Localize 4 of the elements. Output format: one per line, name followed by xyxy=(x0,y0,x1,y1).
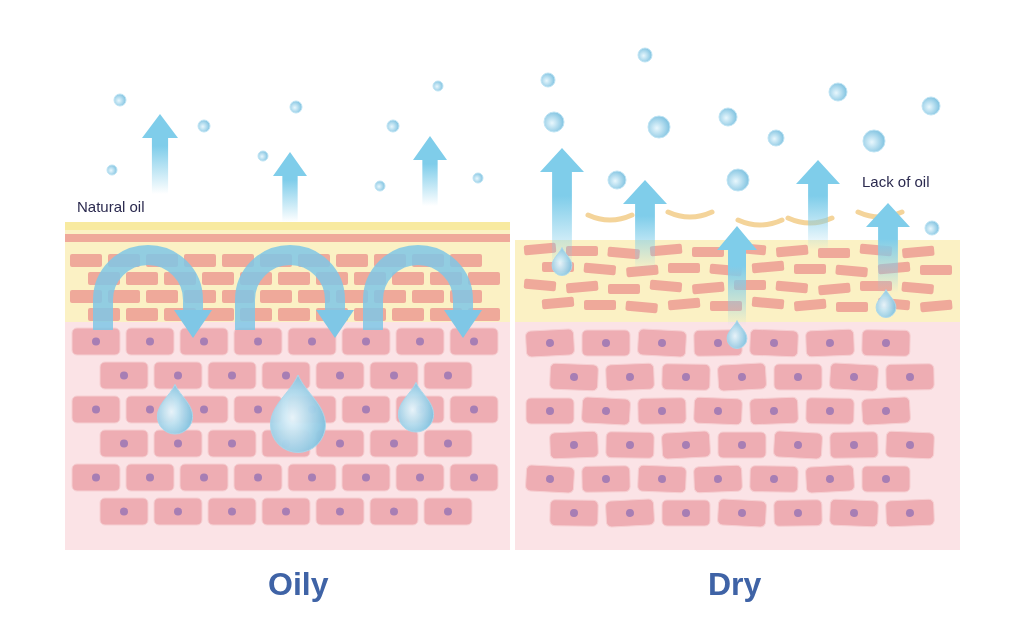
panel-title: Dry xyxy=(708,566,762,603)
skin-layer-label: Lack of oil xyxy=(862,173,930,190)
skin-layer-label: Natural oil xyxy=(77,198,145,215)
panel-title: Oily xyxy=(268,566,329,603)
